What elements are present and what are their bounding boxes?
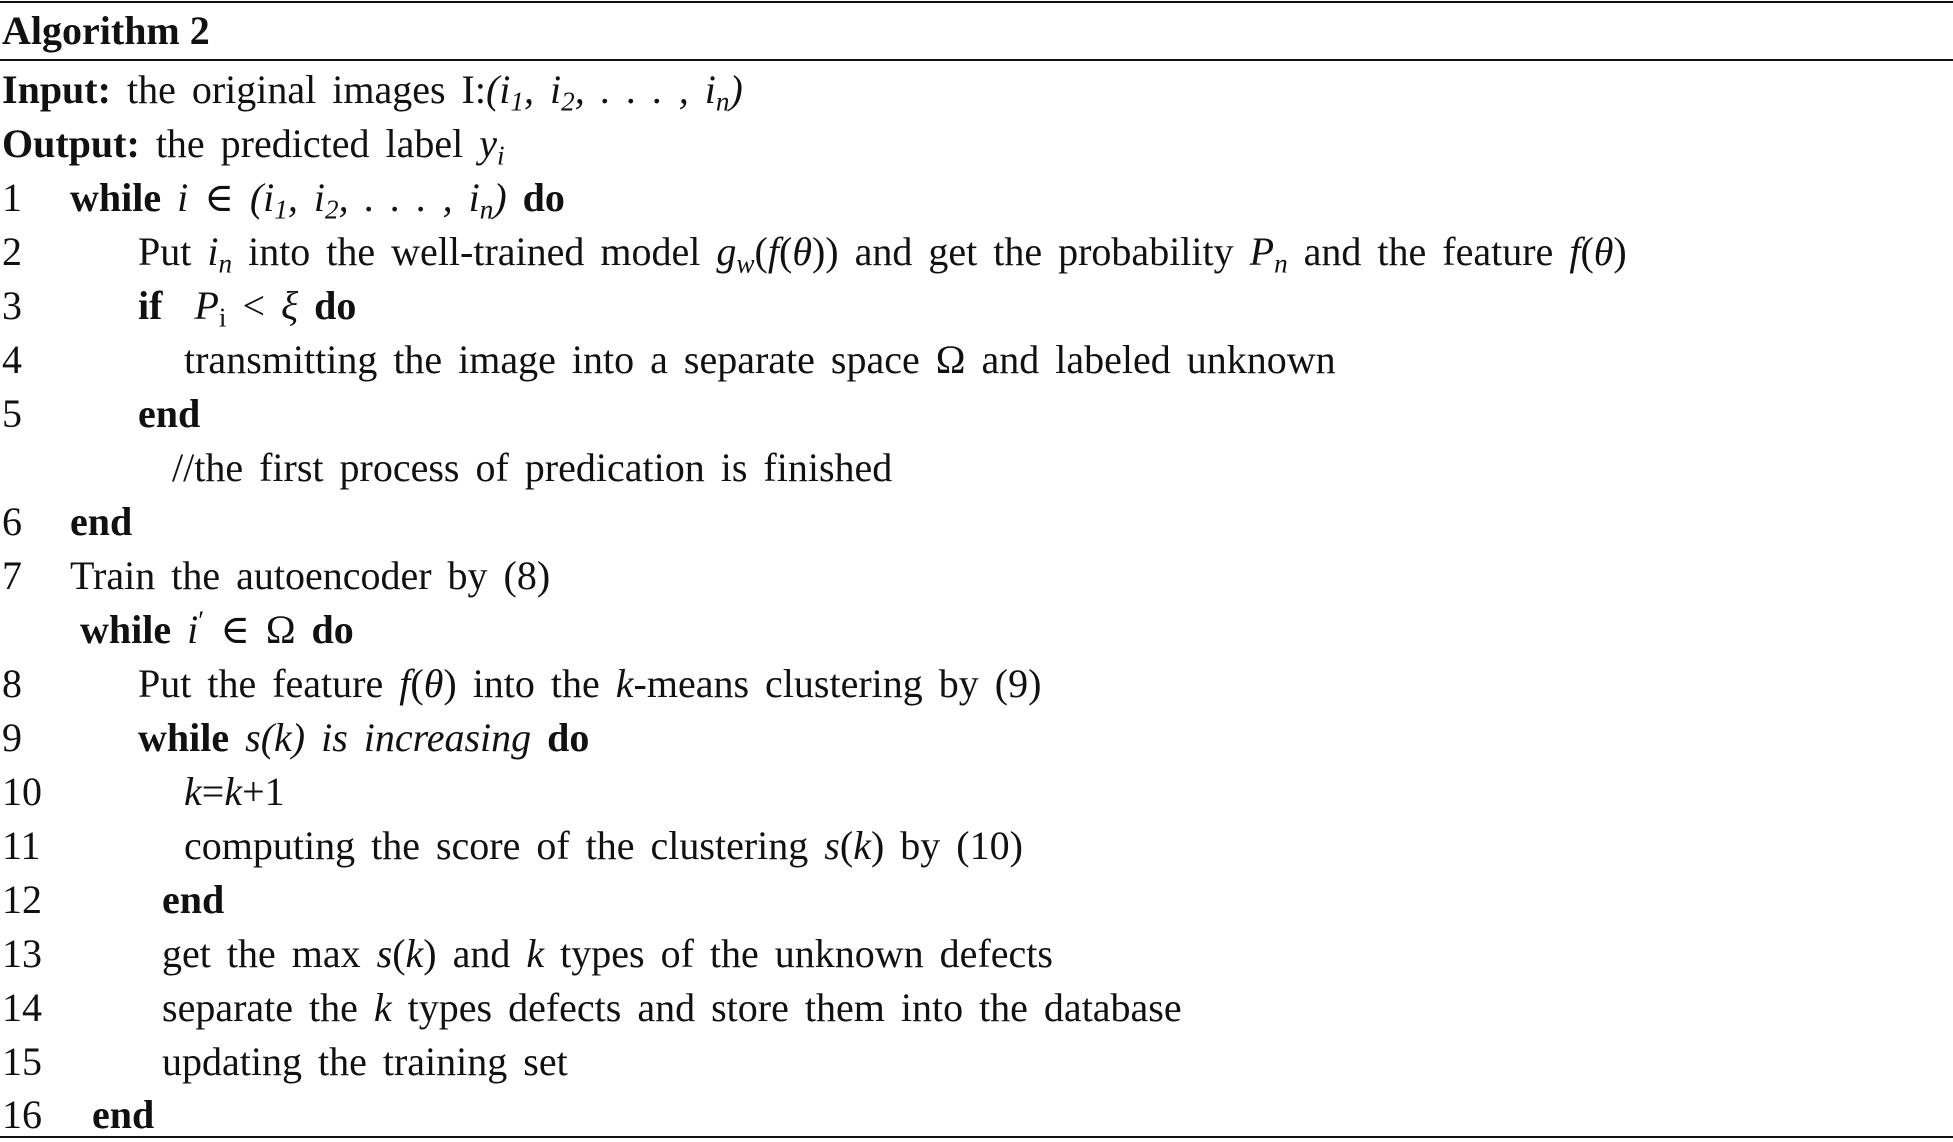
keyword-end: end bbox=[162, 877, 225, 922]
line-number: 13 bbox=[2, 931, 42, 976]
line-text: types defects and store them into the da… bbox=[407, 985, 1182, 1030]
keyword-if: if bbox=[138, 283, 163, 328]
condition-text: is increasing bbox=[321, 715, 532, 760]
line-number: 8 bbox=[2, 661, 22, 706]
keyword-while: while bbox=[138, 715, 230, 760]
line-number: 4 bbox=[2, 337, 22, 382]
line-number: 12 bbox=[2, 877, 42, 922]
line-text: and the feature bbox=[1303, 229, 1554, 274]
keyword-end: end bbox=[92, 1092, 155, 1137]
keyword-do: do bbox=[547, 715, 590, 760]
line-text: into the bbox=[472, 661, 600, 706]
line-number: 7 bbox=[2, 553, 22, 598]
line-text: Put bbox=[138, 229, 192, 274]
line-number: 16 bbox=[2, 1092, 42, 1137]
rule-header bbox=[0, 59, 1953, 61]
line-number: 1 bbox=[2, 175, 22, 220]
line-number: 3 bbox=[2, 283, 22, 328]
keyword-do: do bbox=[522, 175, 565, 220]
algorithm-title: Algorithm 2 bbox=[2, 8, 210, 53]
line-number: 10 bbox=[2, 769, 42, 814]
line-text: updating the training set bbox=[162, 1039, 568, 1084]
line-text: transmitting the image into a separate s… bbox=[184, 337, 920, 382]
line-text: and bbox=[452, 931, 511, 976]
output-label: Output: bbox=[2, 121, 140, 166]
line-number: 6 bbox=[2, 499, 22, 544]
line-number: 11 bbox=[2, 823, 41, 868]
line-number: 2 bbox=[2, 229, 22, 274]
input-label: Input: bbox=[2, 67, 111, 112]
keyword-while: while bbox=[70, 175, 162, 220]
line-text: get the max bbox=[162, 931, 361, 976]
rule-bottom bbox=[0, 1136, 1953, 1138]
line-text: and labeled unknown bbox=[981, 337, 1336, 382]
line-text: computing the score of the clustering bbox=[184, 823, 809, 868]
rule-top bbox=[0, 1, 1953, 3]
line-text: into the well-trained model bbox=[248, 229, 701, 274]
line-text: Put the feature bbox=[138, 661, 384, 706]
line-text: separate the bbox=[162, 985, 358, 1030]
output-text: the predicted label bbox=[155, 121, 464, 166]
comment-text: //the first process of predication is fi… bbox=[172, 445, 893, 490]
line-text: -means clustering by (9) bbox=[633, 661, 1042, 706]
input-text: the original images I: bbox=[126, 67, 486, 112]
line-number: 15 bbox=[2, 1039, 42, 1084]
line-text: by (10) bbox=[900, 823, 1023, 868]
keyword-do: do bbox=[311, 607, 354, 652]
line-number: 14 bbox=[2, 985, 42, 1030]
keyword-while: while bbox=[80, 607, 172, 652]
keyword-end: end bbox=[138, 391, 201, 436]
line-text: and get the probability bbox=[854, 229, 1234, 274]
line-text: types of the unknown defects bbox=[560, 931, 1053, 976]
keyword-end: end bbox=[70, 499, 133, 544]
line-number: 5 bbox=[2, 391, 22, 436]
keyword-do: do bbox=[314, 283, 357, 328]
line-text: Train the autoencoder by (8) bbox=[70, 553, 551, 598]
line-number: 9 bbox=[2, 715, 22, 760]
